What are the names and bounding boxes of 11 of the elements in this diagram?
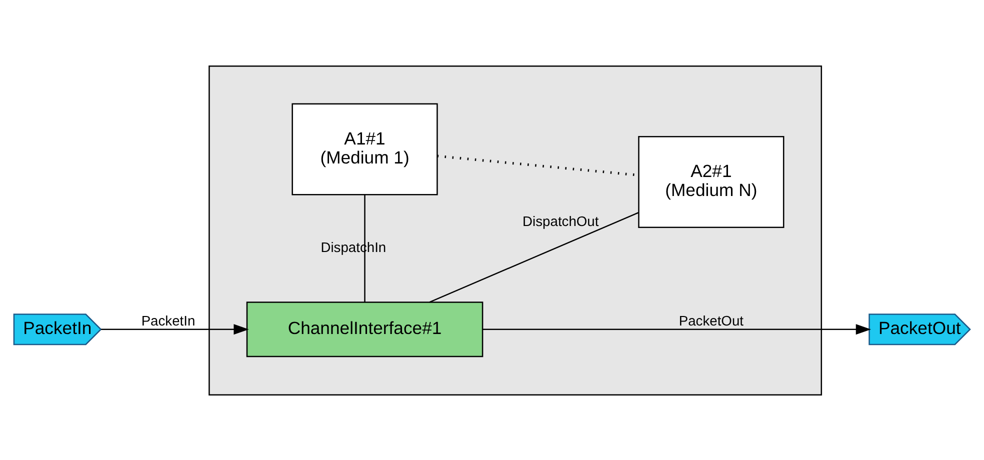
edge-label: DispatchOut [522, 212, 599, 228]
node-box: ChannelInterface#1 [246, 301, 484, 357]
cluster [208, 64, 822, 396]
connector [429, 212, 639, 302]
edge-label: PacketOut [678, 312, 744, 328]
edge-label: PacketIn [141, 312, 196, 328]
node-box: A1#1 (Medium 1) [292, 102, 438, 195]
arrow [482, 324, 871, 334]
connector [364, 194, 366, 302]
arrow [101, 324, 249, 334]
node-box: A2#1 (Medium N) [638, 136, 784, 228]
